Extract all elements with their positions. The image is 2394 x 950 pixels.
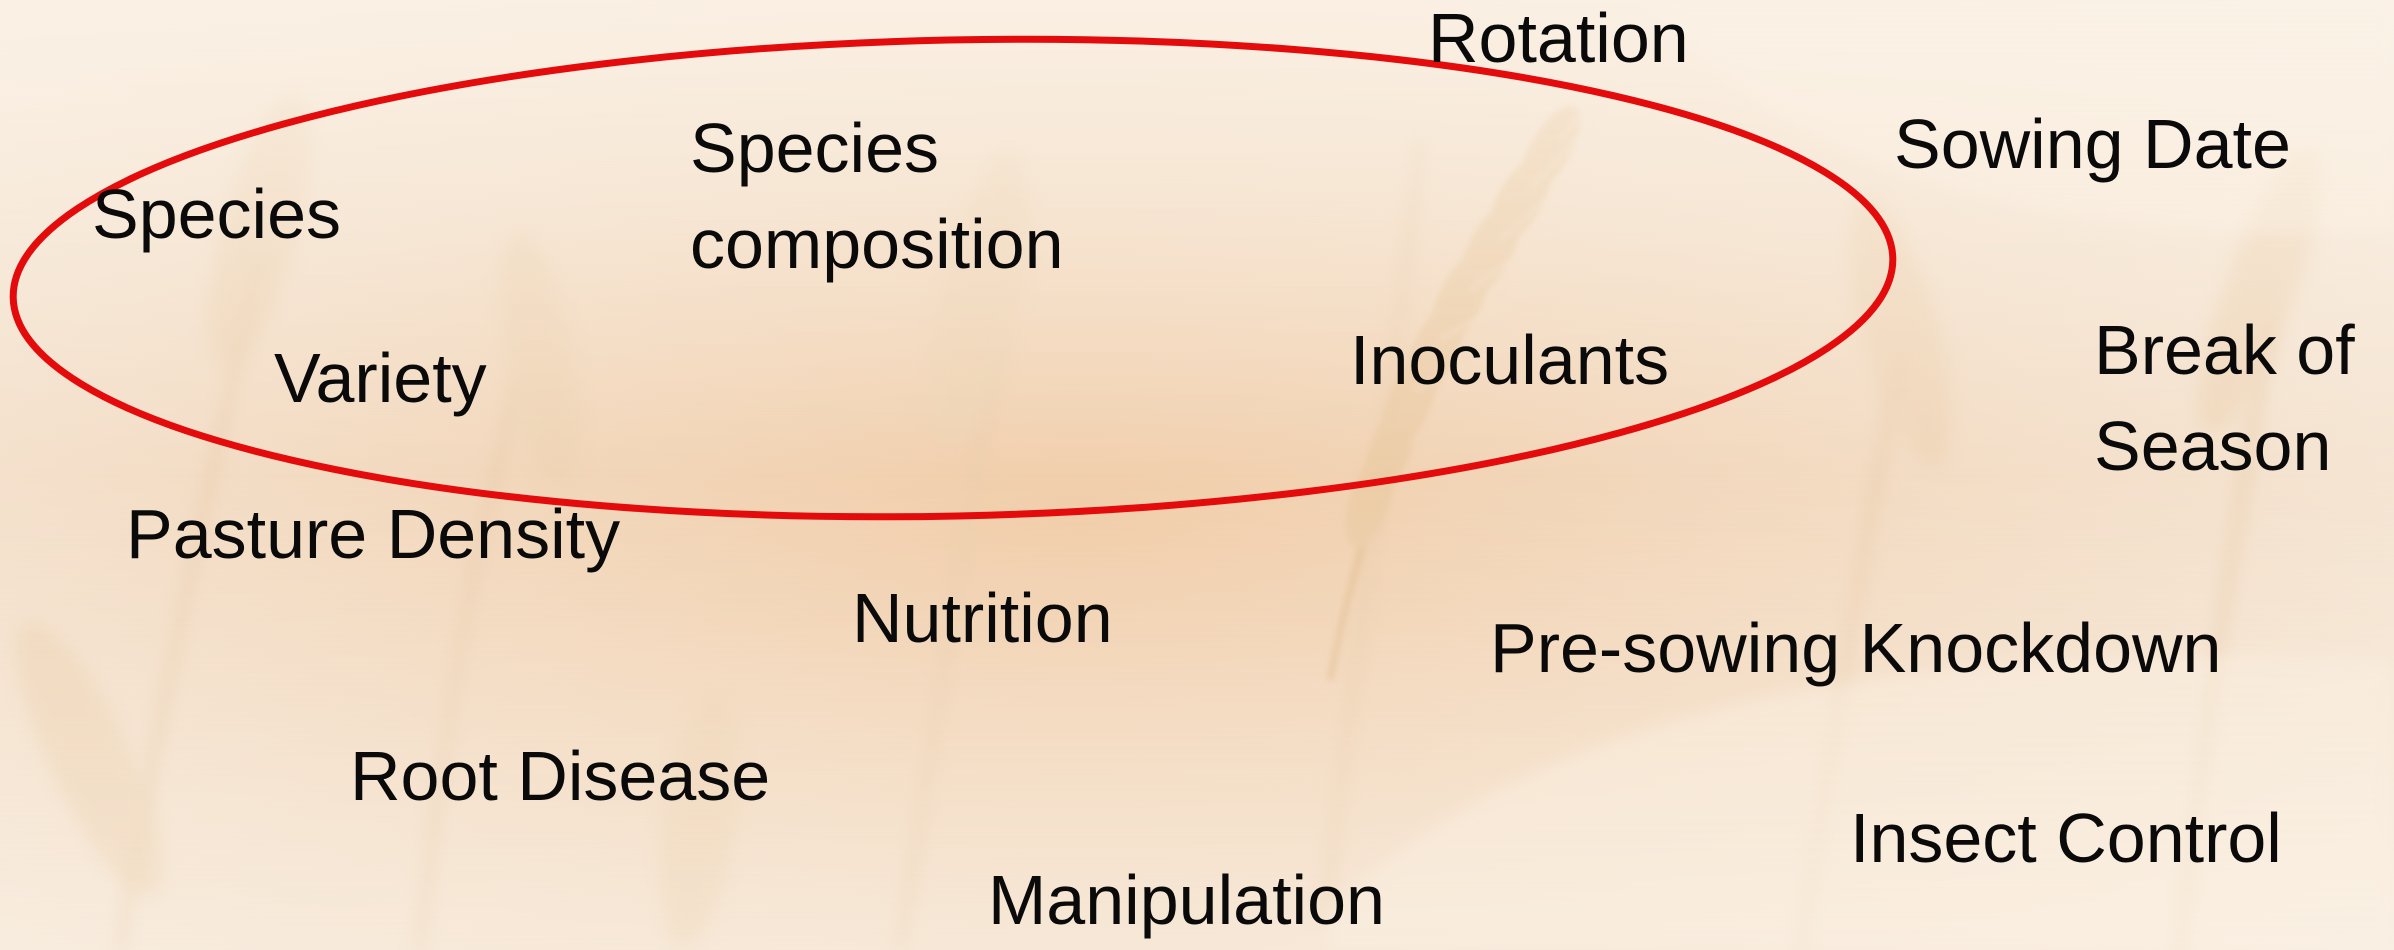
label-species-composition: Species composition — [690, 100, 1064, 292]
label-inoculants: Inoculants — [1350, 312, 1669, 408]
label-pasture-density: Pasture Density — [126, 486, 620, 582]
label-pre-sowing-knockdown: Pre-sowing Knockdown — [1490, 600, 2221, 696]
label-nutrition: Nutrition — [852, 570, 1113, 666]
label-root-disease: Root Disease — [350, 728, 770, 824]
label-variety: Variety — [274, 330, 487, 426]
label-insect-control: Insect Control — [1850, 790, 2282, 886]
label-break-of-season: Break of Season — [2094, 302, 2355, 494]
label-sowing-date: Sowing Date — [1894, 96, 2291, 192]
label-rotation: Rotation — [1428, 0, 1689, 86]
label-manipulation: Manipulation — [988, 852, 1385, 948]
label-species: Species — [92, 166, 341, 262]
